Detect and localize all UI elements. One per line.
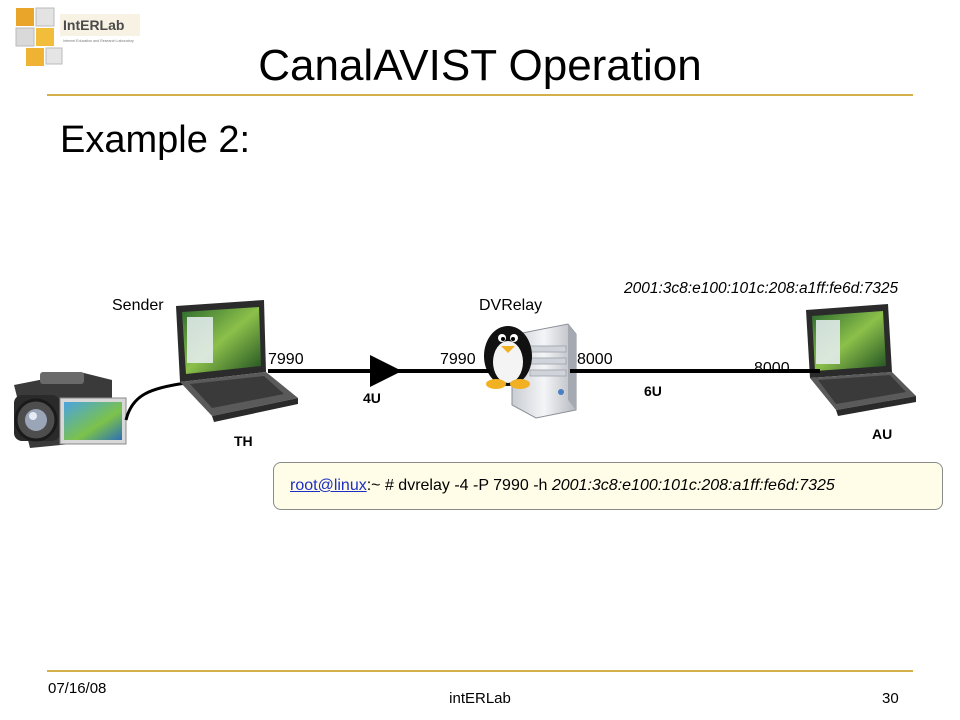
command-line: root@linux:~ # dvrelay -4 -P 7990 -h 200… — [290, 477, 835, 495]
footer-date: 07/16/08 — [48, 680, 107, 697]
sender-port: 7990 — [268, 351, 304, 368]
sender-laptop-icon — [176, 300, 298, 422]
camcorder-icon — [14, 372, 127, 448]
slide-title: CanalAVIST Operation — [258, 41, 702, 90]
title-rule — [47, 94, 913, 96]
command-box — [273, 462, 943, 510]
camera-cable — [124, 381, 187, 421]
footer-center: intERLab — [449, 690, 511, 707]
link-6u-label: 6U — [644, 383, 662, 399]
slide-subtitle: Example 2: — [60, 119, 251, 161]
sender-tag-th: TH — [234, 433, 253, 449]
dvrelay-label: DVRelay — [479, 297, 543, 314]
link-4u-label: 4U — [363, 390, 381, 406]
receiver-port: 8000 — [754, 360, 790, 377]
receiver-address: 2001:3c8:e100:101c:208:a1ff:fe6d:7325 — [624, 280, 899, 297]
footer-rule — [47, 670, 913, 672]
root-linux-link[interactable]: root@linux — [290, 477, 367, 494]
intERLab-logo: IntERLab Internet Education and Research… — [15, 7, 140, 66]
page-number: 30 — [882, 690, 899, 707]
command-address: 2001:3c8:e100:101c:208:a1ff:fe6d:7325 — [551, 477, 835, 494]
logo-name: IntERLab — [63, 17, 124, 33]
receiver-laptop-icon — [806, 304, 916, 416]
command-text: :~ # dvrelay -4 -P 7990 -h — [366, 477, 552, 494]
relay-in-port: 7990 — [440, 351, 476, 368]
sender-label: Sender — [112, 297, 164, 314]
logo-tagline: Internet Education and Research Laborato… — [63, 39, 134, 43]
relay-out-port: 8000 — [577, 351, 613, 368]
tux-penguin-icon — [484, 326, 532, 389]
receiver-tag-au: AU — [872, 426, 893, 442]
